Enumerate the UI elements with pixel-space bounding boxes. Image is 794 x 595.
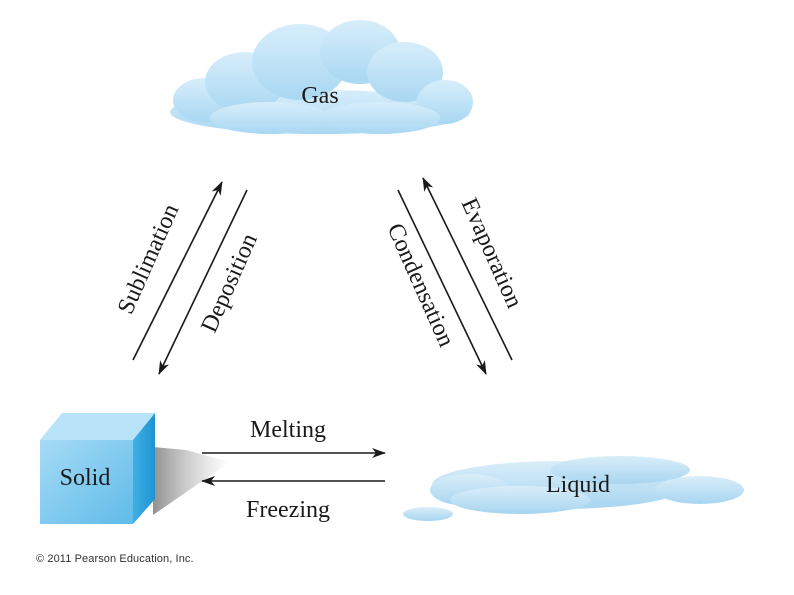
deposition-label: Deposition bbox=[196, 230, 263, 337]
freezing-label: Freezing bbox=[246, 497, 330, 523]
condensation-label: Condensation bbox=[382, 220, 459, 351]
melting-label: Melting bbox=[250, 417, 326, 443]
liquid-label: Liquid bbox=[546, 472, 610, 498]
liquid-puddle: Liquid bbox=[403, 456, 744, 521]
solid-cube: Solid bbox=[40, 413, 230, 524]
gas-label: Gas bbox=[301, 83, 338, 109]
solid-label: Solid bbox=[60, 465, 111, 491]
gas-cloud: Gas bbox=[170, 20, 473, 134]
sublimation-arrow bbox=[132, 181, 223, 361]
condensation-arrow bbox=[397, 189, 487, 375]
sublimation-label: Sublimation bbox=[113, 200, 184, 318]
deposition-arrow bbox=[158, 189, 248, 375]
evaporation-arrow bbox=[422, 177, 513, 361]
copyright-notice: © 2011 Pearson Education, Inc. bbox=[36, 553, 194, 565]
evaporation-label: Evaporation bbox=[456, 194, 527, 312]
